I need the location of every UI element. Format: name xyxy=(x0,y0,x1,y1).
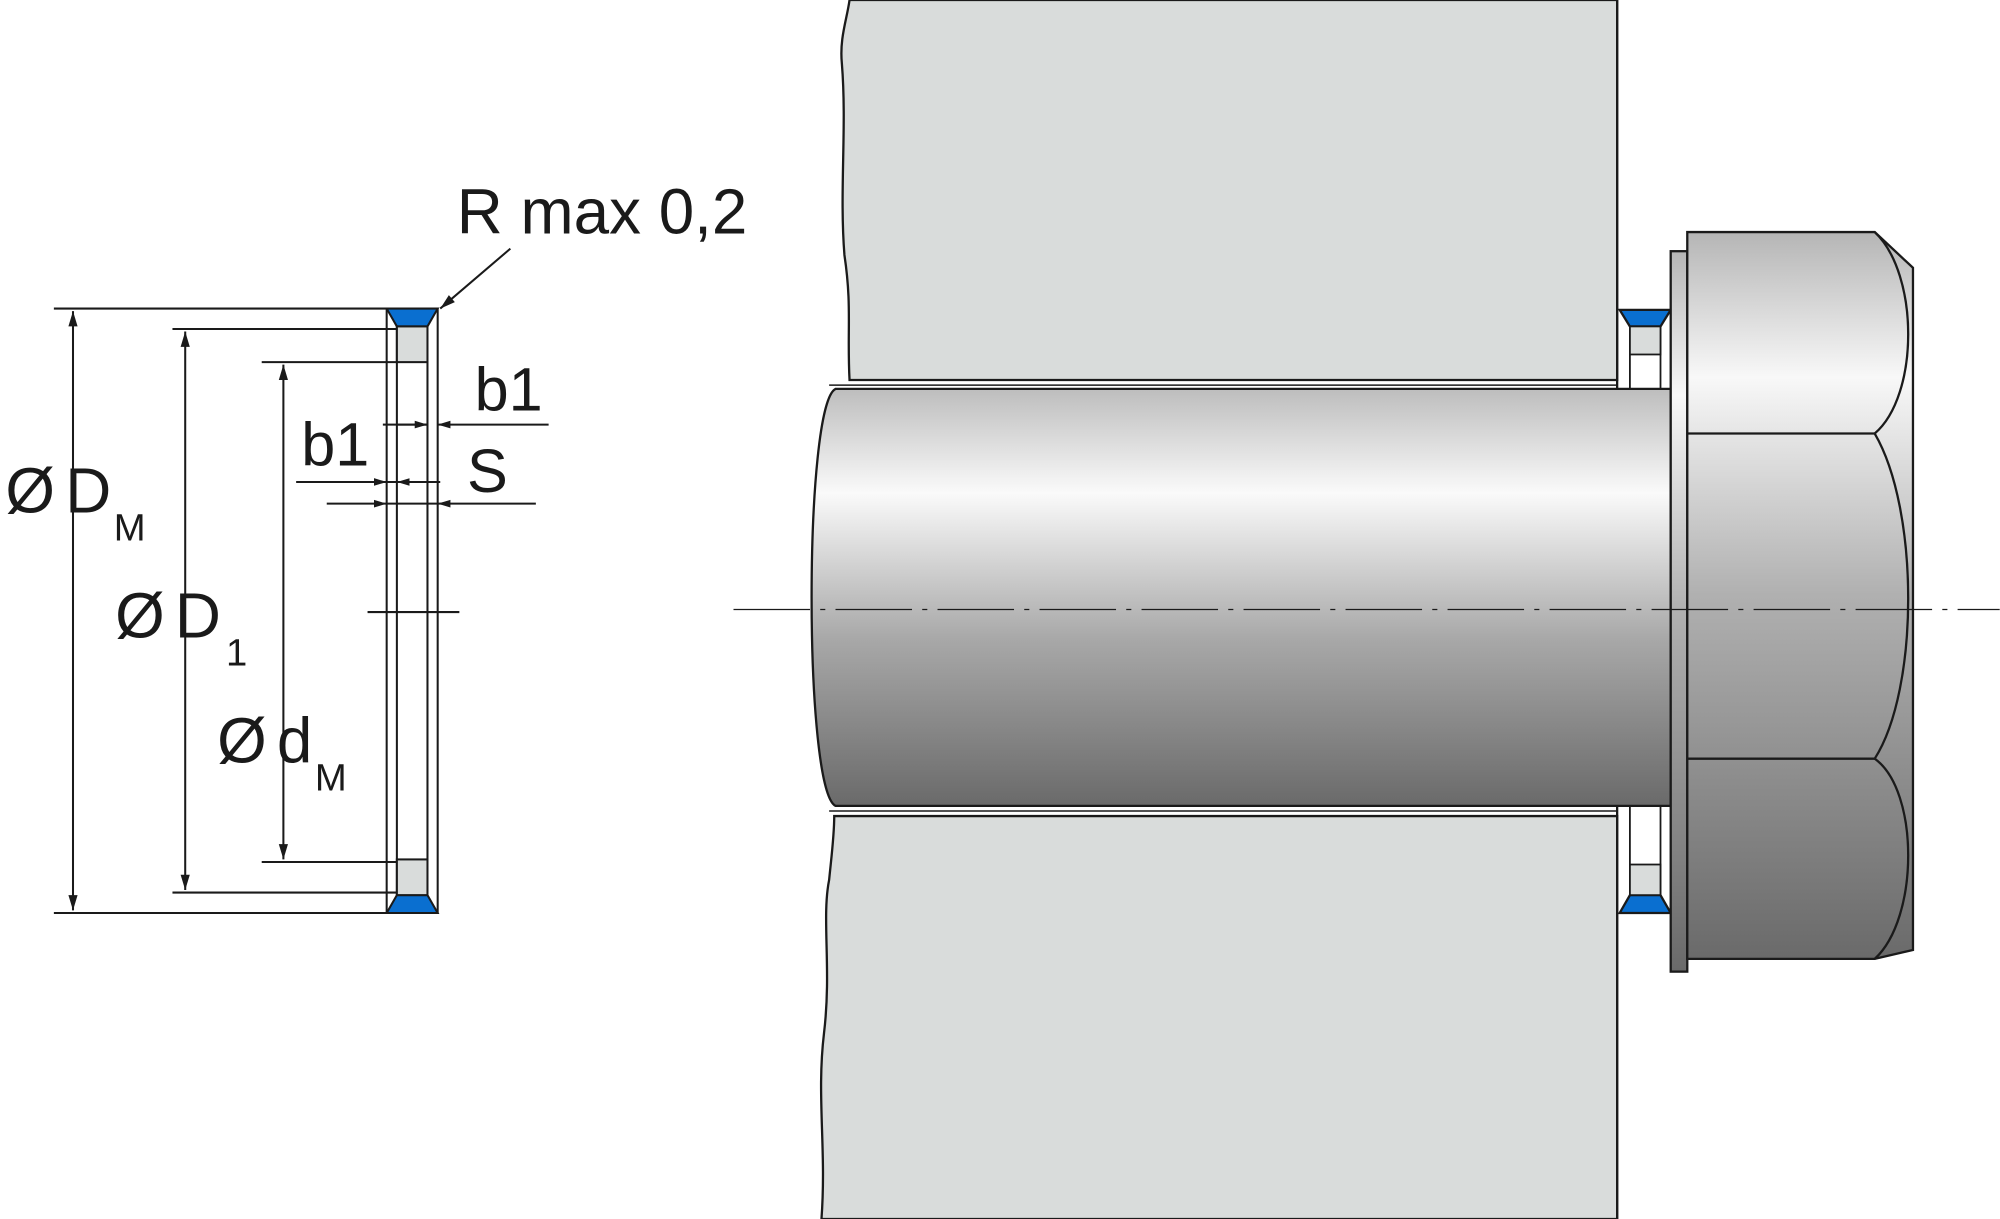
seal-lip-installed-top xyxy=(1617,308,1673,328)
plate-bottom xyxy=(819,814,1619,1219)
seal-lip-bottom xyxy=(384,894,440,914)
dimension-lines xyxy=(53,247,549,914)
bolt-shaft xyxy=(810,387,1672,808)
installation-view xyxy=(810,0,1915,1219)
radius-leader xyxy=(439,247,512,310)
s-label: S xyxy=(467,437,508,505)
seal-lip-installed-bottom xyxy=(1617,893,1673,915)
seal-insert-top xyxy=(395,325,429,364)
b1-label-top: b1 xyxy=(475,356,543,424)
seal-lip-top xyxy=(384,307,440,328)
bolt-washer-face xyxy=(1669,250,1689,973)
plate-top xyxy=(840,0,1619,382)
seal-section xyxy=(367,307,460,914)
seal-insert-bottom xyxy=(395,858,429,897)
bolt-head xyxy=(1686,230,1915,961)
radius-note: R max 0,2 xyxy=(457,175,748,247)
b1-label-left: b1 xyxy=(301,410,369,478)
